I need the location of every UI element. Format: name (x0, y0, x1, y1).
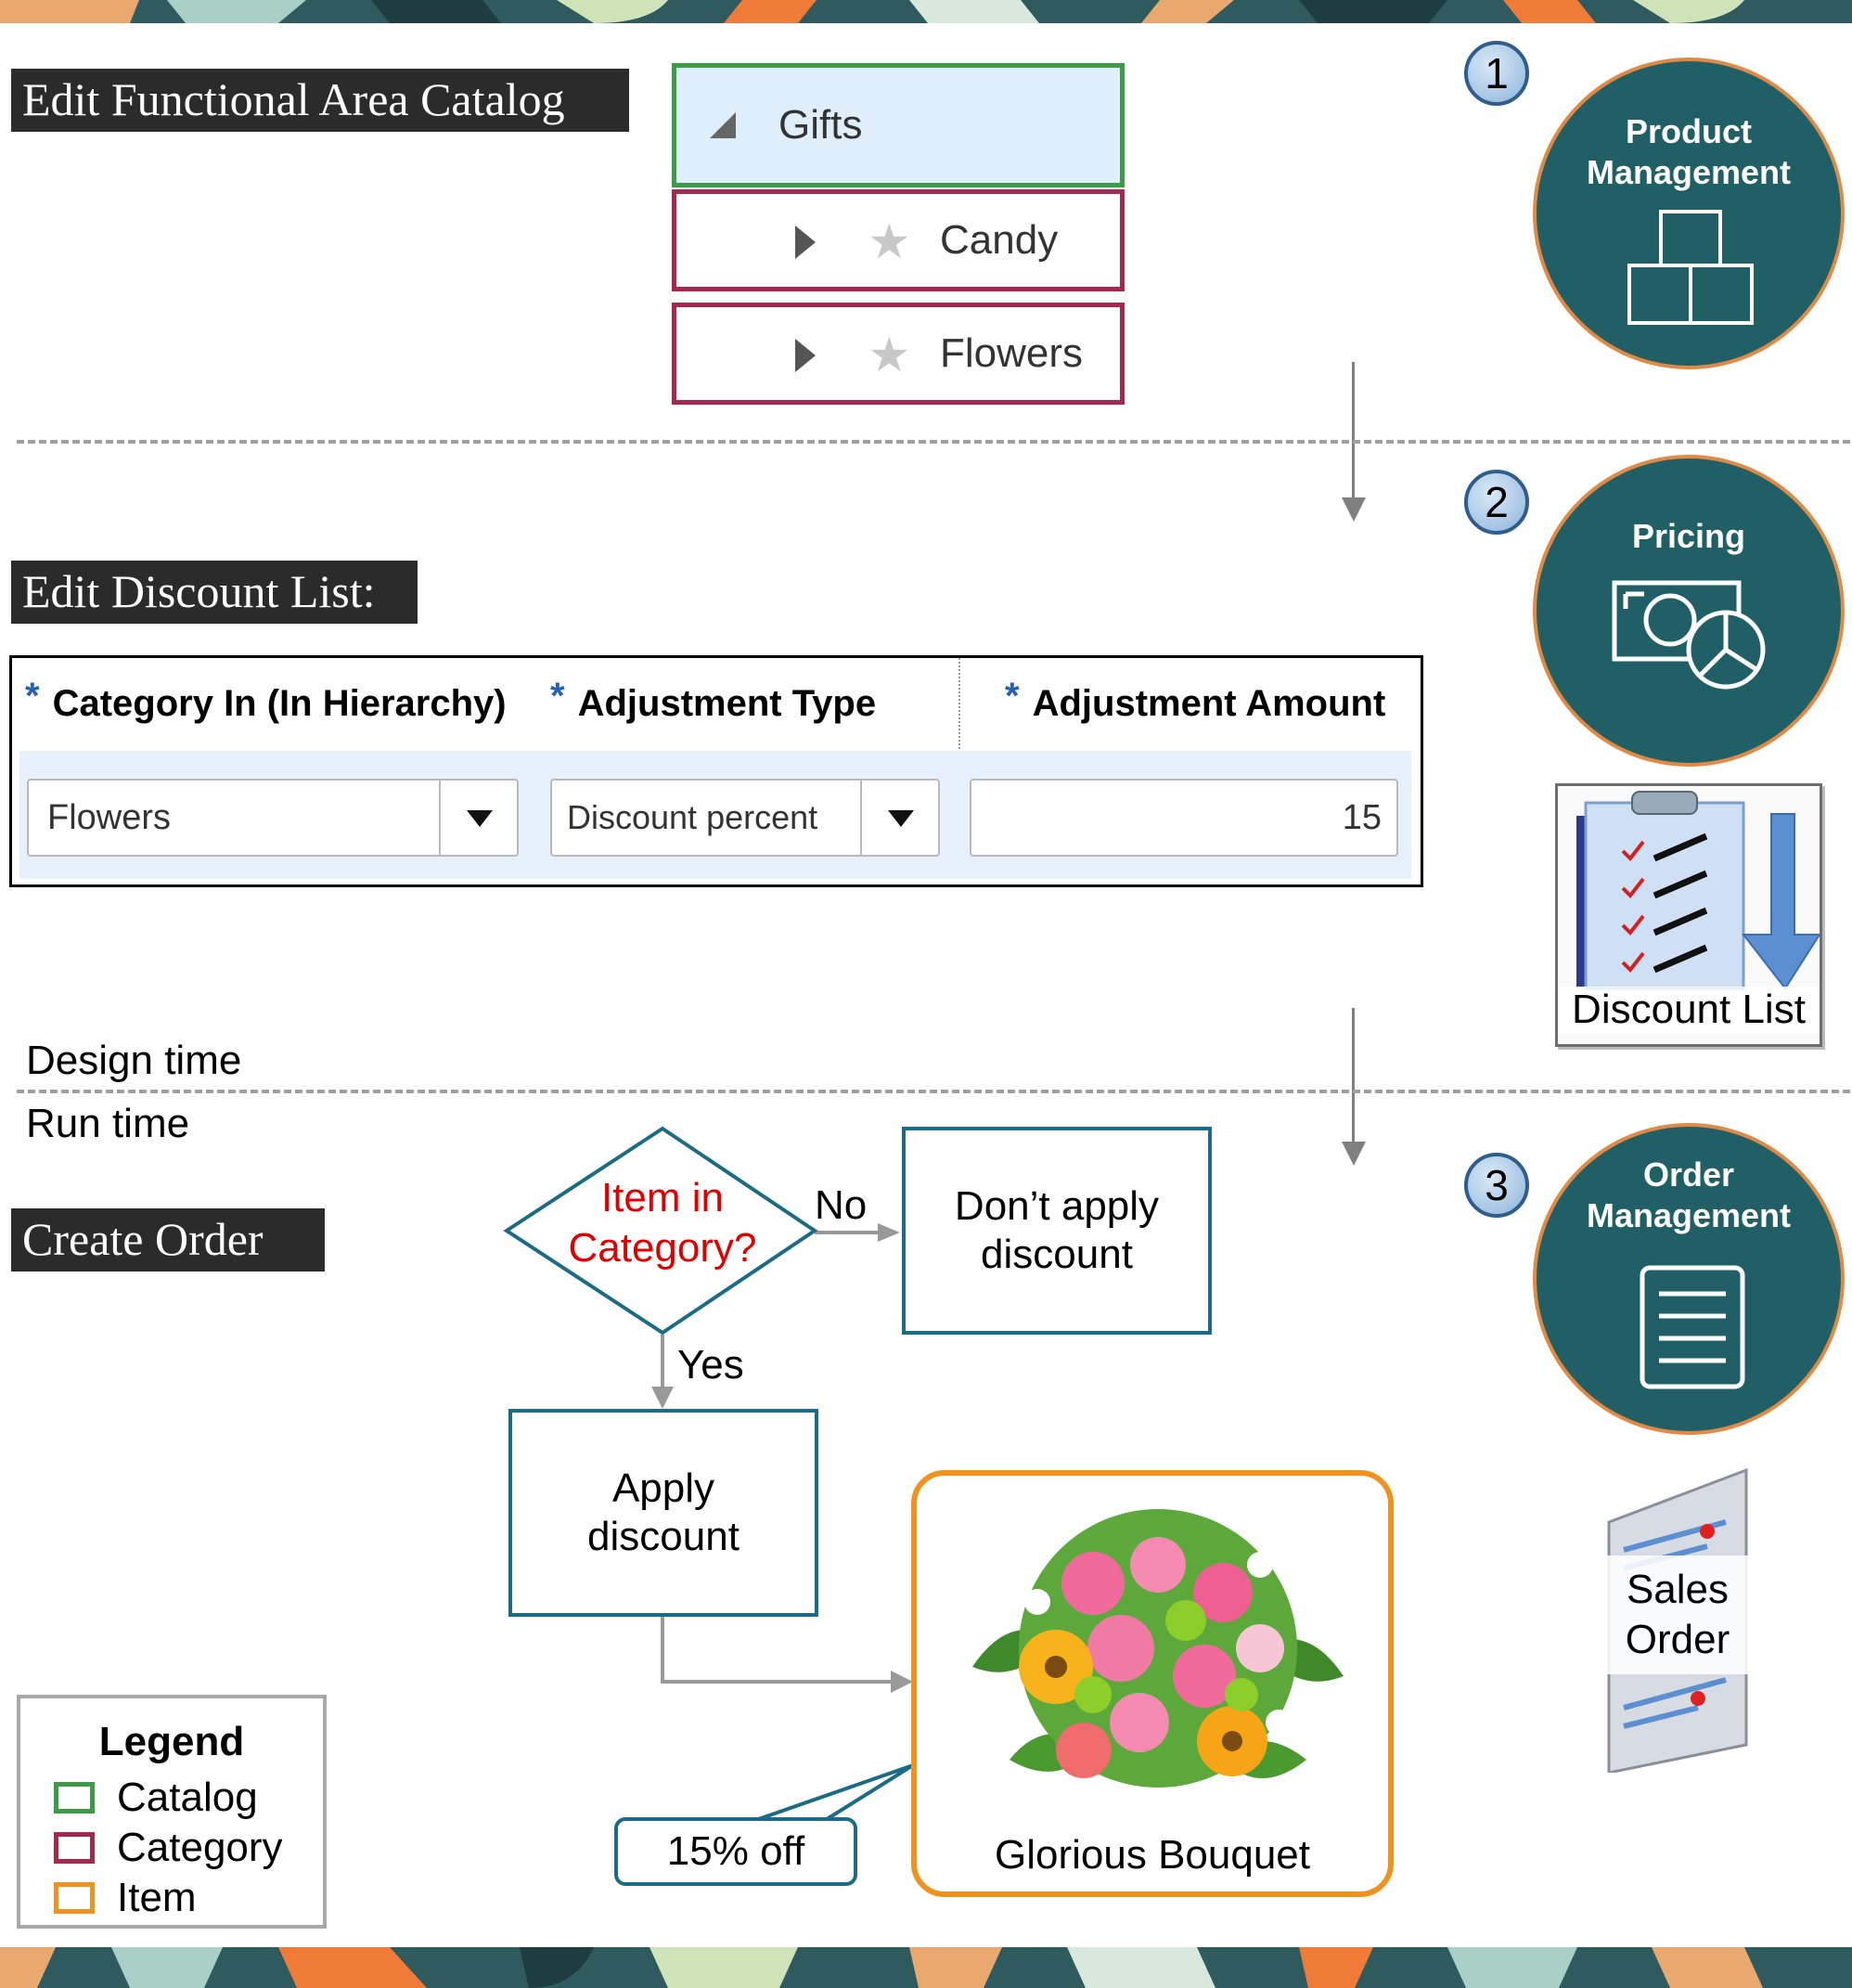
discount-list-label: Discount List (1558, 987, 1820, 1033)
order-section-title: Create Order (11, 1208, 325, 1272)
legend: Legend Catalog Category Item (17, 1695, 327, 1929)
checklist-icon (1576, 791, 1821, 990)
column-header-category: * Category In (In Hierarchy) (25, 675, 507, 724)
collapsed-triangle-icon[interactable] (795, 339, 816, 372)
step-label: Management (1586, 153, 1792, 191)
order-management-step: Order Management (1533, 1123, 1845, 1435)
flow-line (1352, 1008, 1355, 1143)
discount-list-table: * Category In (In Hierarchy) * Adjustmen… (9, 655, 1423, 887)
catalog-section-title: Edit Functional Area Catalog (11, 69, 629, 132)
run-time-label: Run time (26, 1101, 190, 1146)
sales-order-label: Order (1625, 1617, 1730, 1662)
product-management-step: Product Management (1533, 58, 1845, 369)
flow-line (1352, 362, 1355, 501)
step-number-badge: 1 (1464, 41, 1529, 106)
step-number-badge: 2 (1464, 470, 1529, 535)
step-label: Pricing (1631, 517, 1746, 555)
dont-apply-discount-box: Don’t apply discount (902, 1127, 1212, 1335)
sales-order-label: Sales (1626, 1567, 1730, 1612)
sales-order-label-panel: Sales Order (1605, 1556, 1750, 1674)
design-run-divider (17, 1090, 1850, 1093)
star-icon: ★ (868, 329, 911, 382)
tree-node-label: Candy (940, 217, 1059, 263)
money-chart-icon (1612, 580, 1766, 690)
discount-section-title: Edit Discount List: (11, 561, 418, 624)
dropdown-arrow-icon[interactable] (860, 781, 938, 855)
item-name: Glorious Bouquet (995, 1832, 1310, 1878)
item-glorious-bouquet: Glorious Bouquet (911, 1470, 1394, 1897)
arrow-down-icon (1342, 497, 1366, 522)
bottom-decorative-banner (0, 1947, 1852, 1988)
category-select[interactable]: Flowers (27, 779, 519, 857)
legend-entry-item: Item (54, 1875, 197, 1921)
star-icon: ★ (868, 215, 911, 269)
discount-list-artifact: Discount List (1555, 783, 1822, 1047)
bouquet-image (972, 1509, 1344, 1788)
design-time-label: Design time (26, 1038, 242, 1083)
pricing-step: Pricing (1533, 455, 1845, 767)
expanded-triangle-icon[interactable] (710, 112, 736, 138)
arrow-down-icon (1342, 1142, 1366, 1166)
yes-branch-label: Yes (677, 1342, 744, 1388)
adjustment-type-select[interactable]: Discount percent (550, 779, 940, 857)
tree-node-flowers[interactable]: ★ Flowers (672, 303, 1125, 405)
document-icon (1640, 1265, 1745, 1389)
legend-entry-category: Category (54, 1825, 283, 1871)
legend-title: Legend (98, 1719, 245, 1764)
adjustment-amount-input[interactable]: 15 (970, 779, 1398, 857)
column-header-adjustment-type: * Adjustment Type (550, 675, 877, 724)
column-header-adjustment-amount: * Adjustment Amount (958, 658, 1419, 749)
step-number-badge: 3 (1464, 1153, 1529, 1218)
section-divider (17, 440, 1850, 444)
top-decorative-banner (0, 0, 1852, 23)
decision-text: Item in (600, 1175, 725, 1220)
tree-node-label: Flowers (940, 330, 1084, 376)
legend-entry-catalog: Catalog (54, 1775, 258, 1821)
item-swatch (54, 1882, 95, 1914)
tree-node-label: Gifts (778, 102, 863, 148)
no-branch-label: No (815, 1182, 868, 1228)
tree-node-gifts[interactable]: Gifts (672, 63, 1125, 187)
catalog-swatch (54, 1782, 95, 1814)
boxes-icon (1627, 210, 1754, 325)
discount-callout: 15% off (614, 1817, 857, 1886)
apply-discount-box: Apply discount (508, 1409, 818, 1617)
sales-order-artifact: Sales Order (1605, 1466, 1750, 1775)
step-label: Order (1642, 1155, 1735, 1194)
tree-node-candy[interactable]: ★ Candy (672, 189, 1125, 291)
collapsed-triangle-icon[interactable] (795, 226, 816, 259)
step-label: Product (1625, 112, 1752, 150)
category-swatch (54, 1832, 95, 1864)
step-label: Management (1586, 1196, 1792, 1234)
decision-text: Category? (568, 1225, 757, 1271)
dropdown-arrow-icon[interactable] (439, 781, 517, 855)
